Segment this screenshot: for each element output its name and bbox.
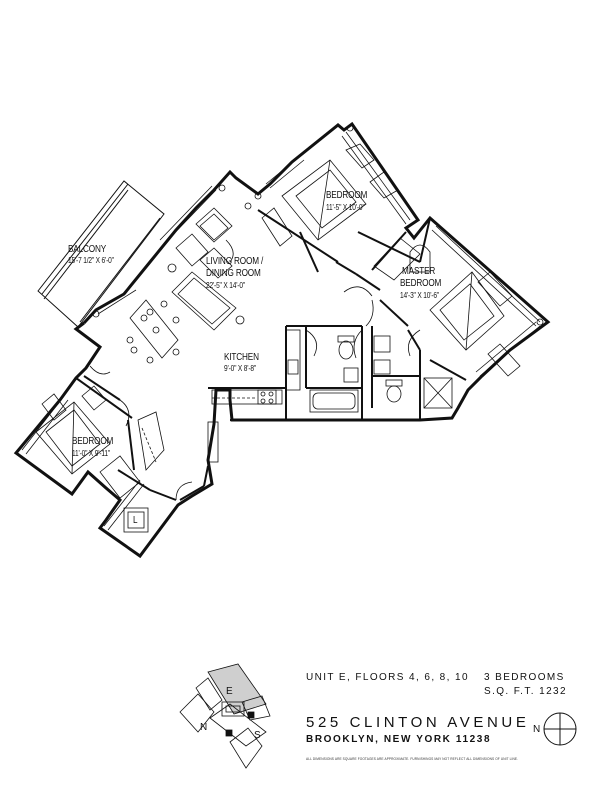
laundry-label: L [133,515,138,526]
kitchen-fixtures [207,329,301,463]
balcony-dims: 15'-7 1/2" X 6'-0" [68,256,114,265]
building-city: BROOKLYN, NEW YORK 11238 [306,734,492,745]
bath-fixtures [309,335,453,413]
bedroom-top-label: BEDROOM [326,190,368,201]
key-plan-unit-letter: E [226,686,233,697]
key-plan-north-label: N [200,722,208,733]
kitchen-label: KITCHEN [224,352,259,363]
living-furniture [126,207,237,364]
column-markers [92,124,544,326]
key-plan-south-label: S [254,730,261,741]
bedroom-top-furniture [261,143,399,247]
master-label-2: BEDROOM [400,278,442,289]
compass-north-label: N [533,724,541,735]
square-footage: S.Q. F.T. 1232 [484,686,567,697]
balcony-label: BALCONY [68,244,107,255]
unit-floors: UNIT E, FLOORS 4, 6, 8, 10 [306,672,469,683]
key-plan [179,663,271,769]
kitchen-dims: 9'-0" X 8'-8" [224,364,257,373]
windows [21,131,541,531]
door-swings [89,239,421,501]
master-label-1: MASTER [402,266,436,277]
living-label-2: DINING ROOM [206,268,261,279]
bedroom-left-furniture [35,385,165,533]
bedroom-left-dims: 11'-0" X 9'-11" [72,449,111,458]
bedroom-count: 3 BEDROOMS [484,672,565,683]
master-dims: 14'-3" X 10'-6" [400,291,439,300]
building-address: 525 CLINTON AVENUE [306,714,530,731]
compass-rose [543,712,577,746]
master-bedroom-furniture [373,237,521,377]
living-label-1: LIVING ROOM / [206,256,264,267]
bedroom-left-label: BEDROOM [72,436,114,447]
exterior-walls [13,121,551,559]
balcony-outline [37,180,165,328]
disclaimer: ALL DIMENSIONS ARE SQUARE FOOTAGES ARE A… [306,757,519,761]
hall-walls [179,465,209,501]
bedroom-top-dims: 11'-5" X 10'-0" [326,203,365,212]
living-dims: 22'-5" X 14'-0" [206,281,245,290]
